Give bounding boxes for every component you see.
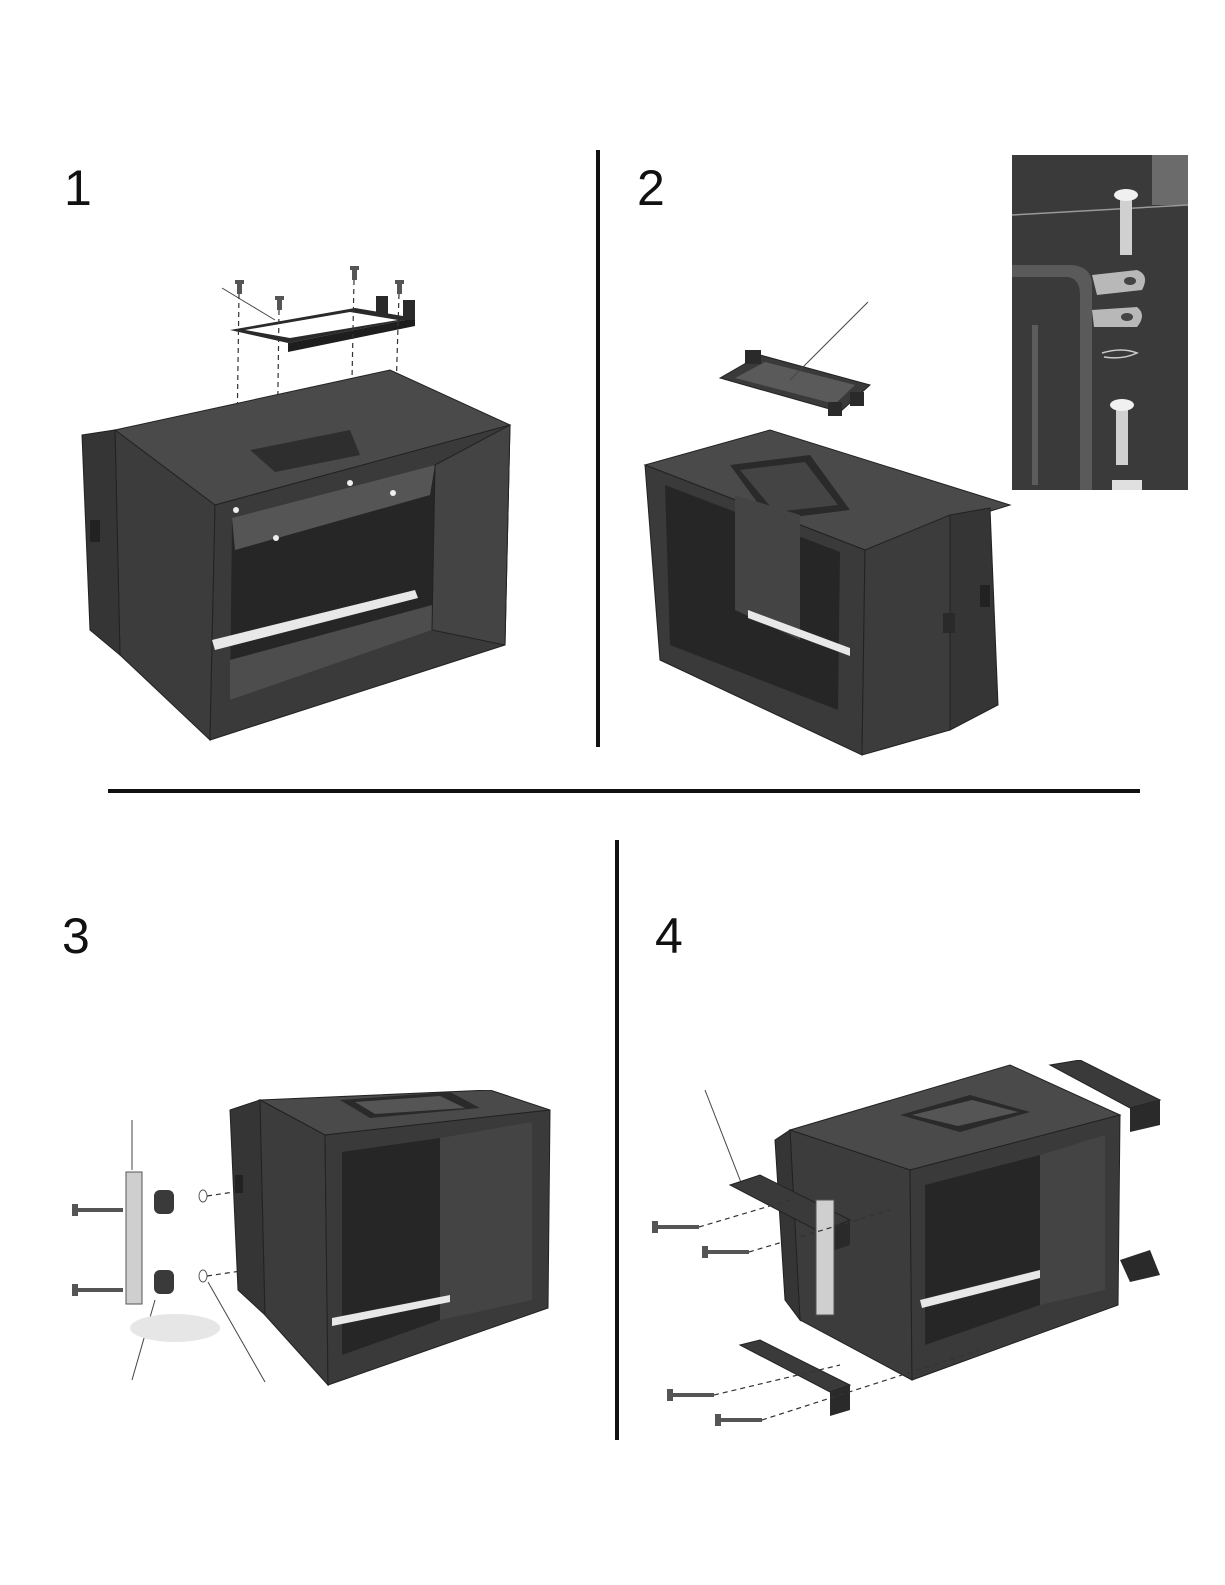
- hinge-plate-icon: [126, 1172, 142, 1304]
- step-2-inset-hinge-detail: [1012, 155, 1188, 490]
- screw-icon: [72, 1204, 123, 1296]
- step-3-illustration: [70, 1090, 580, 1390]
- spacer-icon: [154, 1190, 174, 1294]
- washer-icon: [199, 1190, 207, 1282]
- step-1-illustration: [60, 260, 530, 750]
- handle-frame-icon: [222, 288, 415, 352]
- handle-frame-icon: [720, 302, 870, 416]
- step-4-illustration: [650, 1060, 1190, 1450]
- cabinet-body: [82, 370, 510, 740]
- step-number-3: 3: [62, 911, 90, 961]
- screw-icon: [652, 1221, 762, 1426]
- step-number-4: 4: [655, 911, 683, 961]
- step-number-2: 2: [637, 163, 665, 213]
- cabinet-body: [230, 1090, 550, 1385]
- step-number-1: 1: [64, 163, 92, 213]
- step-2-illustration: [640, 300, 1020, 760]
- cabinet-body: [645, 430, 1010, 755]
